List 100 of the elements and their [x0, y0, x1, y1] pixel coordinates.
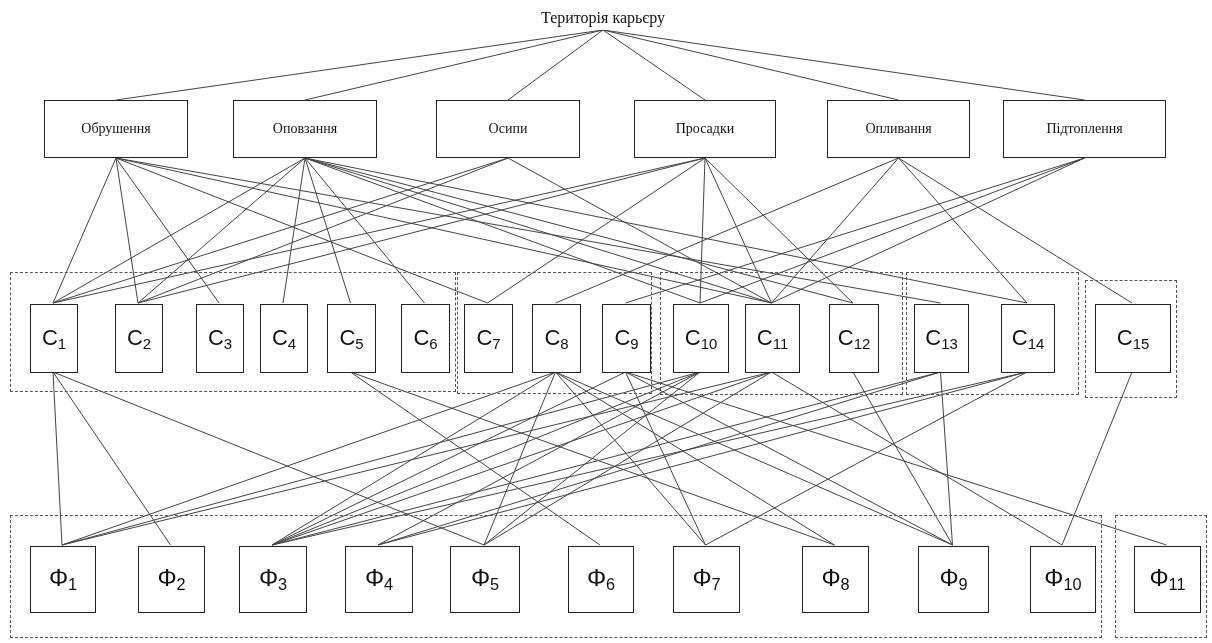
connector-line [704, 157, 854, 304]
dashed-group-frame [10, 272, 456, 392]
dashed-group-frame [1115, 515, 1207, 638]
criterion-box [1095, 304, 1171, 373]
criterion-box [829, 304, 879, 373]
dashed-group-frame [10, 515, 1102, 638]
box-label: C$_{9}$ [614, 325, 639, 352]
box-label: C$_{5}$ [339, 325, 364, 352]
box-label: Підтоплення [1046, 121, 1123, 137]
category-box [436, 100, 580, 158]
factor-box [673, 546, 740, 613]
factor-box [1134, 546, 1201, 613]
box-label: Φ$_{3}$ [258, 564, 288, 595]
criterion-box [196, 304, 244, 373]
connector-line [52, 371, 63, 546]
criterion-box [30, 304, 78, 373]
connector-line [625, 371, 953, 546]
box-label: C$_{15}$ [1116, 325, 1150, 352]
box-label: Φ$_{8}$ [821, 564, 850, 595]
connector-line [699, 157, 1085, 304]
connector-line [555, 371, 835, 546]
box-label: Осипи [488, 121, 528, 137]
connector-line [555, 157, 899, 304]
box-label: C$_{4}$ [271, 325, 297, 352]
connector-line [271, 371, 556, 546]
box-label: Оповзання [272, 121, 338, 137]
connector-line [282, 157, 306, 304]
box-label: Φ$_{1}$ [48, 564, 78, 595]
category-box [1003, 100, 1166, 158]
connector-line [771, 157, 899, 304]
criterion-box [401, 304, 450, 373]
criterion-box [532, 304, 581, 373]
connector-line [483, 371, 701, 546]
connector-line [507, 157, 772, 304]
category-box [44, 100, 188, 158]
connector-line [555, 371, 706, 546]
connector-line [852, 371, 953, 546]
connector-line [898, 157, 1028, 304]
box-label: C$_{13}$ [925, 325, 958, 352]
connector-line [625, 371, 706, 546]
factor-box [30, 546, 96, 613]
dashed-group-frame [1085, 280, 1177, 398]
connector-line [704, 157, 772, 304]
factor-box [450, 546, 520, 613]
dashed-group-frame [906, 272, 1079, 395]
connector-line [483, 371, 772, 546]
factor-box [568, 546, 634, 613]
criterion-box [745, 304, 800, 373]
criterion-box [464, 304, 513, 373]
connector-line [771, 371, 1063, 546]
dashed-group-frame [660, 272, 903, 395]
category-box [634, 100, 776, 158]
connector-line [115, 157, 139, 304]
box-label: Φ$_{6}$ [586, 564, 616, 595]
criterion-box [260, 304, 308, 373]
connector-line [137, 157, 306, 304]
box-label: Опливання [865, 121, 932, 137]
criterion-box [1001, 304, 1055, 373]
criterion-box [602, 304, 651, 373]
factor-box [802, 546, 869, 613]
box-label: Φ$_{7}$ [692, 564, 721, 595]
category-box [233, 100, 377, 158]
box-label: Φ$_{5}$ [470, 564, 500, 595]
connector-line [940, 371, 953, 546]
connector-line [52, 371, 171, 546]
connector-line [52, 157, 117, 304]
criterion-box [115, 304, 163, 373]
dashed-group-frame [457, 272, 652, 394]
connector-line [483, 371, 556, 546]
box-label: Просадки [675, 121, 735, 137]
factor-box [239, 546, 307, 613]
box-label: Φ$_{4}$ [364, 564, 394, 595]
box-label: Φ$_{9}$ [939, 564, 968, 595]
factor-box [1030, 546, 1096, 613]
connector-line [1061, 371, 1133, 546]
factor-box [138, 546, 205, 613]
connector-line [602, 29, 706, 101]
box-label: Φ$_{2}$ [157, 564, 186, 595]
box-label: C$_{14}$ [1011, 325, 1045, 352]
box-label: C$_{12}$ [837, 325, 871, 352]
box-label: C$_{2}$ [126, 325, 152, 352]
category-box [827, 100, 970, 158]
box-label: C$_{7}$ [476, 325, 501, 352]
box-label: C$_{1}$ [41, 325, 67, 352]
connector-line [115, 157, 220, 304]
box-label: C$_{11}$ [756, 325, 789, 352]
connector-line [487, 157, 706, 304]
factor-box [918, 546, 989, 613]
connector-line [771, 157, 1085, 304]
connector-line [304, 157, 701, 304]
connector-line [699, 157, 706, 304]
criterion-box [673, 304, 729, 373]
box-label: C$_{3}$ [207, 325, 233, 352]
connector-line [898, 157, 1133, 304]
box-label: Φ$_{10}$ [1044, 564, 1082, 595]
box-label: C$_{8}$ [544, 325, 569, 352]
box-label: Територія карьєру [541, 9, 665, 27]
criterion-box [914, 304, 969, 373]
criterion-box [327, 304, 376, 373]
connector-line [304, 157, 351, 304]
